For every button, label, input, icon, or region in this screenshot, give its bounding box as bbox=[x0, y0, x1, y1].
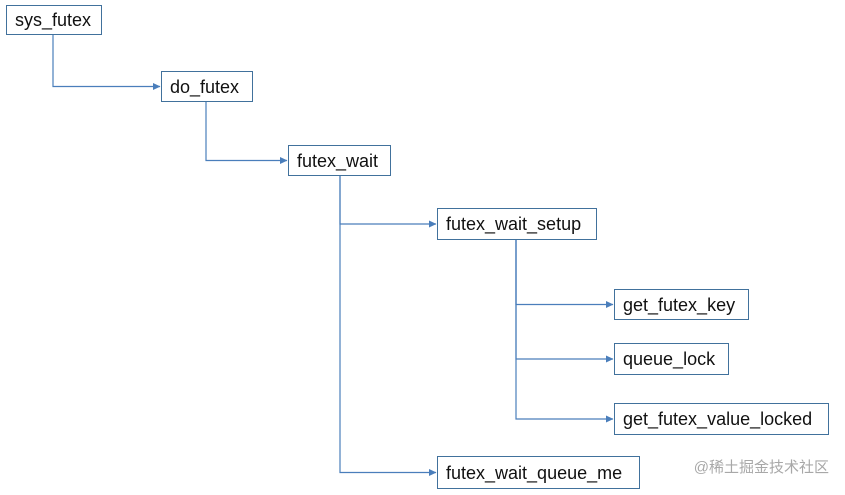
node-sys-futex: sys_futex bbox=[6, 5, 102, 35]
node-queue-lock: queue_lock bbox=[614, 343, 729, 375]
node-label: futex_wait_queue_me bbox=[446, 462, 623, 483]
node-label: queue_lock bbox=[623, 349, 716, 369]
node-futex-wait-setup: futex_wait_setup bbox=[437, 208, 597, 240]
node-get-futex-value-locked: get_futex_value_locked bbox=[614, 403, 829, 435]
node-do-futex: do_futex bbox=[161, 71, 253, 102]
connector-futex-wait-to-futex-wait-queue-me bbox=[339, 176, 437, 476]
connector-futex-wait-to-futex-wait-setup bbox=[339, 176, 437, 228]
node-futex-wait-queue-me: futex_wait_queue_me bbox=[437, 456, 640, 489]
connector-sys-futex-to-do-futex bbox=[52, 35, 161, 90]
node-futex-wait: futex_wait bbox=[288, 145, 391, 176]
connector-futex-wait-setup-to-get-futex-key bbox=[515, 240, 614, 308]
node-label: do_futex bbox=[170, 76, 240, 97]
node-label: get_futex_value_locked bbox=[623, 409, 813, 429]
node-label: futex_wait_setup bbox=[446, 214, 582, 234]
node-label: get_futex_key bbox=[623, 294, 736, 315]
connector-futex-wait-setup-to-queue-lock bbox=[515, 240, 614, 363]
watermark-text: @稀土掘金技术社区 bbox=[693, 459, 829, 476]
connector-futex-wait-setup-to-get-futex-value-locked bbox=[515, 240, 614, 423]
connector-do-futex-to-futex-wait bbox=[205, 102, 288, 164]
node-label: sys_futex bbox=[15, 10, 92, 30]
node-get-futex-key: get_futex_key bbox=[614, 289, 749, 320]
node-label: futex_wait bbox=[297, 150, 379, 171]
